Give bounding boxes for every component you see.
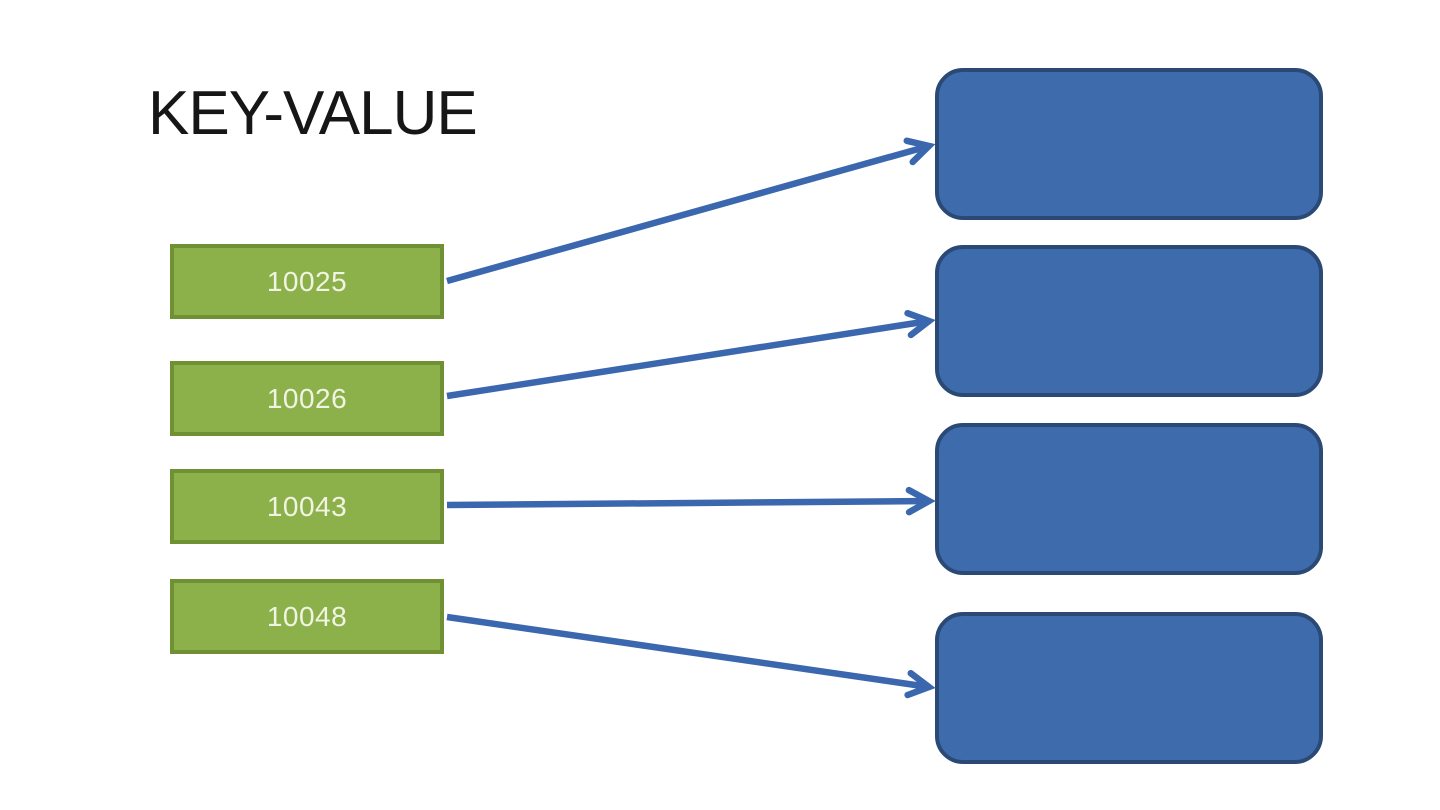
key-label: 10025 (266, 265, 348, 297)
arrow-key-10048-to-value-4 (446, 613, 936, 699)
key-box-10026: 10026 (170, 361, 444, 436)
arrow-key-10043-to-value-3 (446, 486, 936, 516)
key-box-10043: 10043 (170, 469, 444, 544)
key-box-10025: 10025 (170, 244, 444, 319)
value-box-4 (935, 612, 1323, 764)
key-box-10048: 10048 (170, 579, 444, 654)
value-box-2 (935, 245, 1323, 397)
page-title: KEY-VALUE (148, 79, 478, 148)
key-label: 10026 (266, 382, 348, 414)
arrow-key-10026-to-value-2 (446, 309, 936, 400)
arrow-key-10025-to-value-1 (446, 137, 936, 285)
key-label: 10043 (266, 490, 348, 522)
value-box-3 (935, 423, 1323, 575)
value-box-1 (935, 68, 1323, 220)
key-label: 10048 (266, 600, 348, 632)
